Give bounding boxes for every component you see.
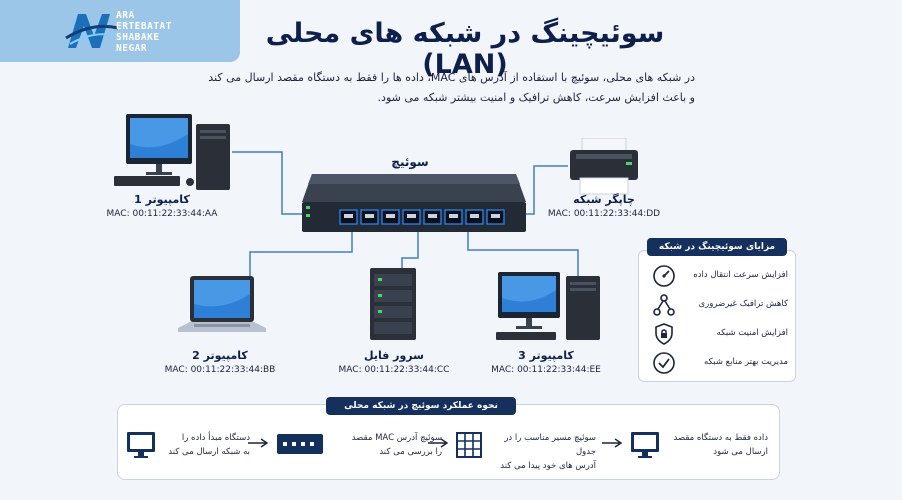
- benefit-label: افزایش امنیت شبکه: [716, 328, 788, 338]
- printer-name: چاپگر شبکه: [573, 193, 635, 206]
- intro-line-2: و باعث افزایش سرعت، کاهش ترافیک و امنیت …: [377, 91, 695, 104]
- benefits-title: مزایای سوئیچینگ در شبکه محلی: [647, 238, 787, 270]
- step-4-text: داده فقط به دستگاه مقصد ارسال می شود: [673, 433, 768, 457]
- benefit-label: کاهش ترافیک غیرضروری: [698, 299, 788, 309]
- intro-line-1: در شبکه های محلی، سوئیچ با استفاده از آد…: [208, 71, 695, 84]
- monitor-icon: [631, 432, 659, 458]
- cable-pc3: [467, 228, 579, 282]
- file-server-mac: MAC: 00:11:22:33:44:CC: [338, 365, 450, 375]
- benefit-label: مدیریت بهتر منابع شبکه: [704, 357, 788, 367]
- how-it-works-panel: [117, 404, 780, 480]
- step-1-text: دستگاه مبدأ داده را به شبکه ارسال می کند: [168, 433, 250, 457]
- file-server-icon: [370, 268, 416, 340]
- benefit-item: افزایش سرعت انتقال داده: [648, 264, 788, 288]
- arrow-right-icon: [602, 438, 623, 448]
- network-nodes-icon: [653, 294, 675, 316]
- check-circle-icon: [653, 352, 675, 374]
- benefit-item: کاهش ترافیک غیرضروری: [648, 293, 788, 317]
- monitor-icon: [127, 432, 155, 458]
- file-server-name: سرور فایل: [364, 349, 424, 362]
- arrow-right-icon: [248, 438, 269, 448]
- logo-text: ARA ERTEBATAT SHABAKE NEGAR: [116, 10, 172, 54]
- printer-mac: MAC: 00:11:22:33:44:DD: [547, 209, 661, 219]
- computer-3-icon: [496, 272, 600, 340]
- intro-text: در شبکه های محلی، سوئیچ با استفاده از آد…: [195, 68, 695, 108]
- computer-2-name: کامپیوتر 2: [192, 349, 248, 362]
- cable-pc1: [232, 151, 312, 215]
- step-3-text: سوئیچ مسیر مناسب را در جدول آدرس های خود…: [500, 433, 596, 471]
- page-title: سوئیچینگ در شبکه های محلی (LAN): [265, 18, 665, 80]
- how-it-works-title: نحوه عملکرد سوئیچ در شبکه محلی: [326, 397, 516, 415]
- arrow-right-icon: [428, 438, 449, 448]
- benefit-label: افزایش سرعت انتقال داده: [693, 270, 788, 280]
- cable-pc2: [249, 228, 353, 282]
- computer-1-icon: [114, 114, 230, 190]
- computer-1-name: کامپیوتر 1: [134, 193, 190, 206]
- computer-2-laptop-icon: [178, 276, 266, 332]
- logo: ARA ERTEBATAT SHABAKE NEGAR: [0, 0, 240, 62]
- computer-1-mac: MAC: 00:11:22:33:44:AA: [106, 209, 218, 219]
- switch-label: سوئیچ: [391, 155, 429, 169]
- switch-icon: [277, 434, 323, 454]
- network-printer-icon: [570, 138, 638, 195]
- logo-mark-icon: [65, 14, 119, 48]
- cable-server: [401, 228, 419, 272]
- computer-3-name: کامپیوتر 3: [518, 349, 574, 362]
- table-icon: [456, 432, 482, 458]
- benefit-item: مدیریت بهتر منابع شبکه: [648, 351, 788, 375]
- computer-2-mac: MAC: 00:11:22:33:44:BB: [164, 365, 276, 375]
- computer-3-mac: MAC: 00:11:22:33:44:EE: [491, 365, 601, 375]
- speedometer-icon: [653, 265, 675, 287]
- benefits-panel: [638, 250, 796, 382]
- network-switch-icon: [302, 174, 526, 232]
- step-2-text: سوئیچ آدرس MAC مقصد را بررسی می کند: [351, 433, 442, 457]
- benefit-item: افزایش امنیت شبکه: [648, 322, 788, 346]
- shield-lock-icon: [655, 323, 673, 345]
